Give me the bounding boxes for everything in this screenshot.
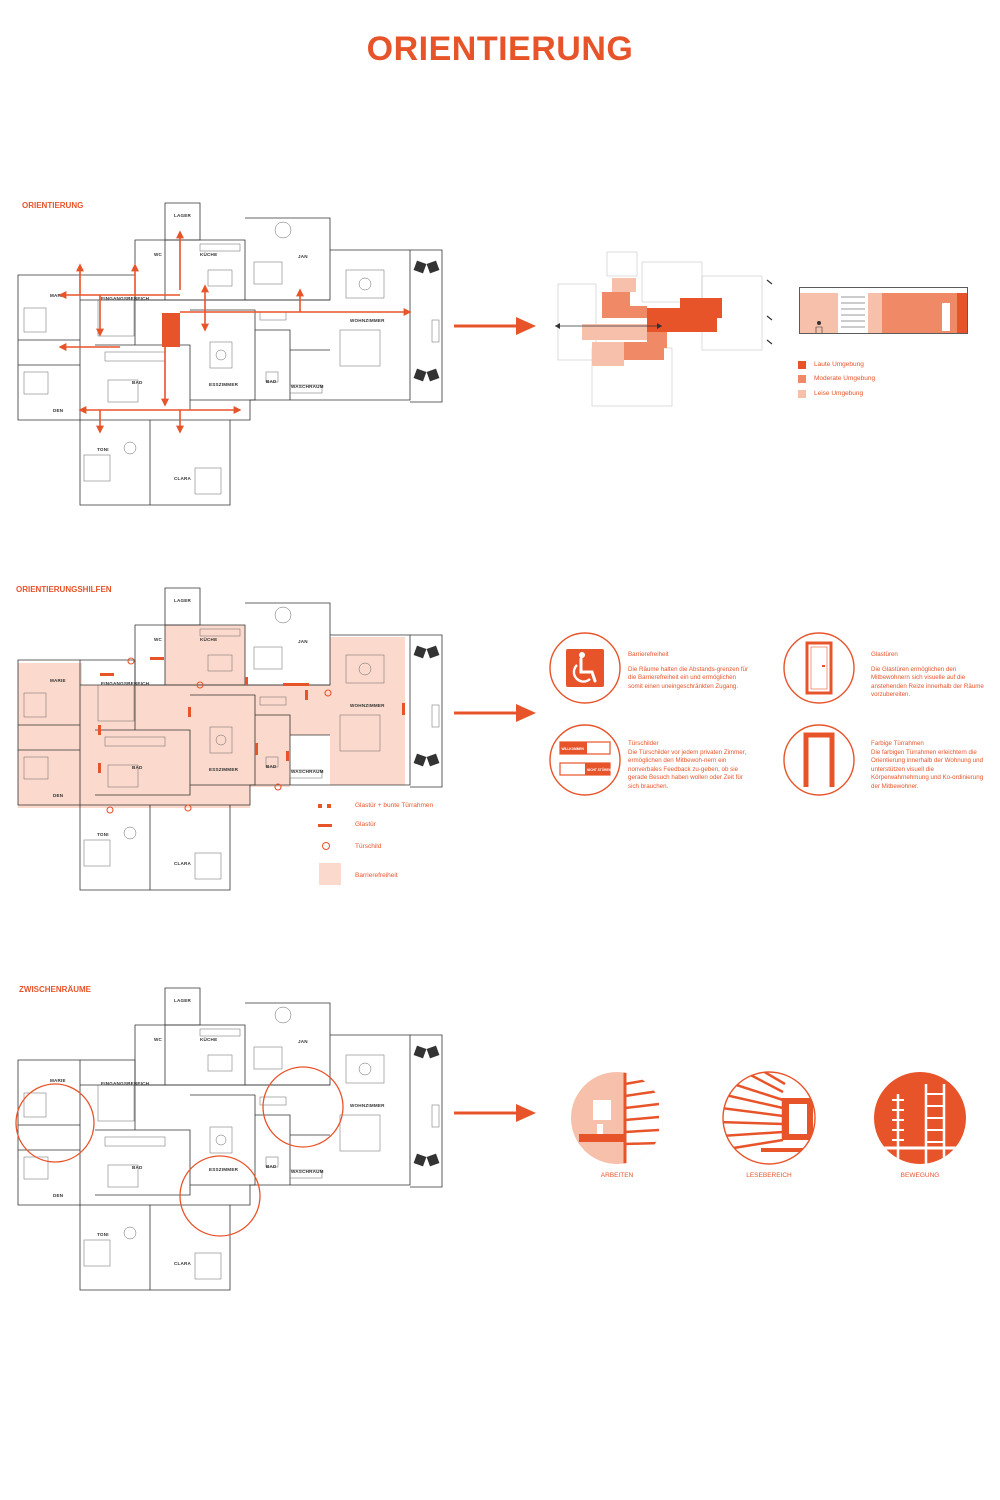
aid-text-door-frame: Farbige Türrahmen Die farbigen Türrahmen… <box>871 740 993 792</box>
loud-swatch <box>798 361 806 369</box>
legend-barrier-free: Barrierefreiheit <box>355 872 398 879</box>
legend-glass-frame: Glastür + bunte Türrahmen <box>355 802 434 809</box>
section-title-zwischenraeume: ZWISCHENRÄUME <box>19 985 91 994</box>
legend-loud: Laute Umgebung <box>814 361 864 368</box>
noise-section-diagram <box>799 287 968 334</box>
orientation-aids-floor-plan <box>17 587 443 891</box>
aid-text-door-sign: Türschilder Die Türschilder vor jedem pr… <box>628 740 750 792</box>
glass-door-icon <box>783 632 855 704</box>
barrier-free-area <box>18 625 405 808</box>
legend-quiet: Leise Umgebung <box>814 390 864 397</box>
page-title: ORIENTIERUNG <box>366 30 634 68</box>
noise-zone-map <box>555 251 773 407</box>
aid-title-barrier-free: Barrierefreiheit <box>628 651 669 658</box>
noise-zones <box>582 278 722 366</box>
in-between-space-circles <box>15 1066 344 1237</box>
aid-body-door-sign: Die Türschilder vor jedem privaten Zimme… <box>628 748 747 790</box>
sign-legend-icon <box>322 842 330 850</box>
legend-glass-door: Glastür <box>355 821 376 828</box>
quiet-swatch <box>798 390 806 398</box>
wheelchair-icon <box>549 632 621 704</box>
workspace-icon <box>571 1072 663 1164</box>
legend-sign: Türschild <box>355 843 382 850</box>
movement-icon <box>874 1072 966 1164</box>
arrow-icon <box>454 317 536 335</box>
door-frame-icon <box>783 724 855 796</box>
arrow-icon <box>454 704 536 722</box>
space-label-work: ARBEITEN <box>600 1172 634 1179</box>
in-between-spaces-floor-plan <box>15 987 443 1291</box>
glass-door-legend-icon <box>318 824 332 827</box>
aid-title-door-sign: Türschilder <box>628 740 659 747</box>
loud-zone-marker <box>162 313 180 347</box>
arrow-icon <box>454 1104 536 1122</box>
aid-body-glass-door: Die Glastüren ermöglichen den Mitbewohne… <box>871 665 984 699</box>
space-label-reading: LESEBEREICH <box>746 1172 792 1179</box>
aid-text-barrier-free: Barrierefreiheit Die Räume halten die Ab… <box>628 651 750 691</box>
barrier-free-legend-swatch <box>319 863 341 885</box>
sign-do-not-disturb: NICHT STÖREN <box>587 767 612 772</box>
aid-body-door-frame: Die farbigen Türrahmen erleichtern die O… <box>871 748 984 790</box>
section-title-orientierungshilfen: ORIENTIERUNGSHILFEN <box>16 585 112 594</box>
legend-moderate: Moderate Umgebung <box>814 375 876 382</box>
aid-body-barrier-free: Die Räume halten die Abstands-grenzen fü… <box>628 665 749 690</box>
section-title-orientierung: ORIENTIERUNG <box>22 201 84 210</box>
reading-area-icon <box>722 1071 816 1165</box>
glass-frame-legend-icon <box>318 804 331 808</box>
sign-welcome: WILLKOMMEN <box>562 747 585 751</box>
circulation-arrows <box>58 230 412 434</box>
aid-text-glass-door: Glastüren Die Glastüren ermöglichen den … <box>871 651 993 700</box>
moderate-swatch <box>798 375 806 383</box>
aid-title-door-frame: Farbige Türrahmen <box>871 740 924 747</box>
space-label-movement: BEWEGUNG <box>900 1172 940 1179</box>
door-sign-icon: WILLKOMMEN NICHT STÖREN <box>549 724 621 796</box>
aid-title-glass-door: Glastüren <box>871 651 898 658</box>
